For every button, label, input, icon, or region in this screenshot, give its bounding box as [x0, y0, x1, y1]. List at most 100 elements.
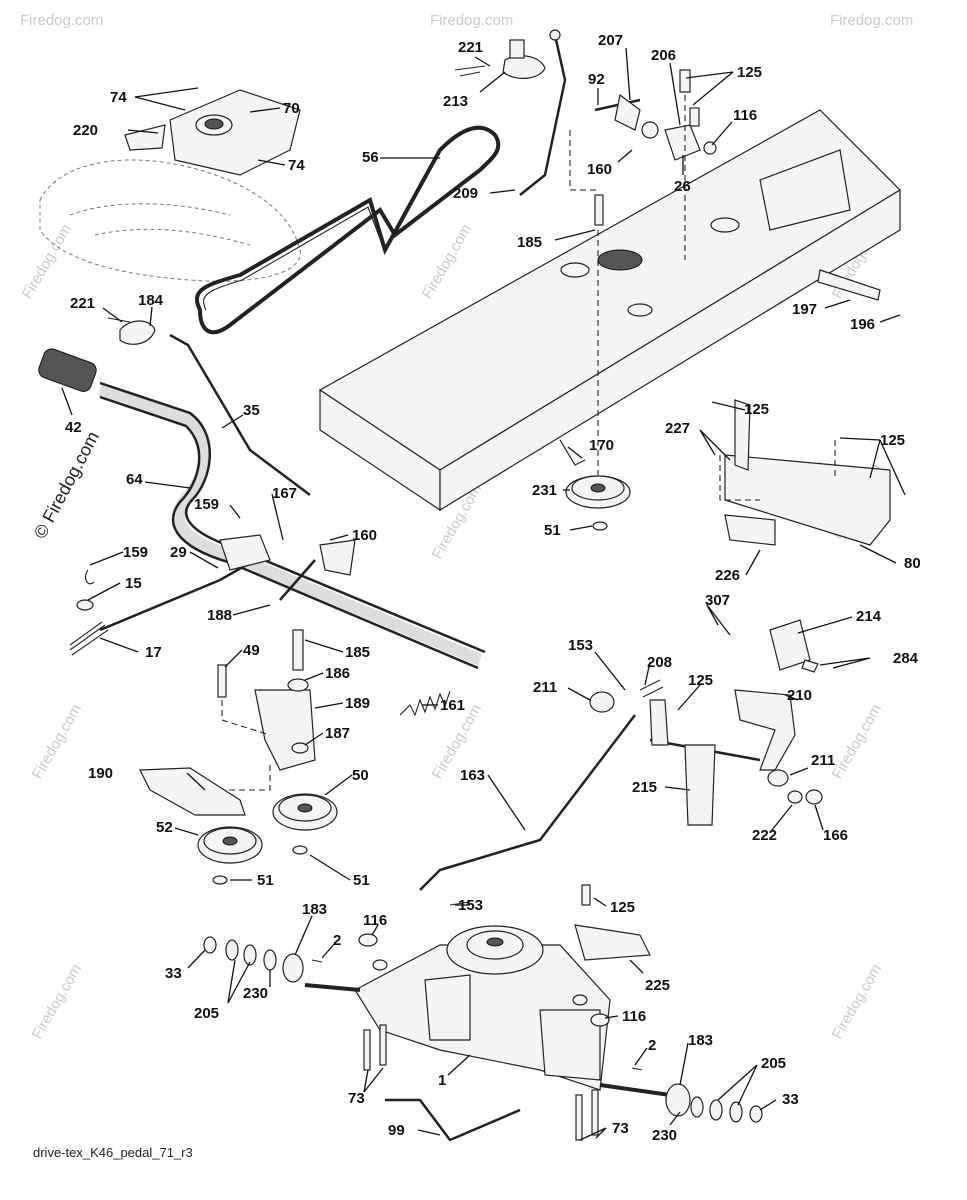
part-label: 211: [811, 752, 835, 769]
part-label: 307: [705, 592, 730, 609]
idler-bracket: [139, 629, 316, 816]
part-label: 56: [362, 149, 379, 166]
part-label: 231: [532, 482, 557, 499]
part-label: 17: [145, 644, 162, 661]
part-label: 166: [823, 827, 848, 844]
watermark-text: Firedog.com: [20, 12, 103, 29]
part-label: 125: [737, 64, 762, 81]
part-label: 167: [272, 485, 297, 502]
part-label: 197: [792, 301, 817, 318]
part-label: 125: [880, 432, 905, 449]
part-label: 33: [782, 1091, 799, 1108]
part-label: 209: [453, 185, 478, 202]
part-label: 230: [652, 1127, 677, 1144]
part-label: 26: [674, 178, 691, 195]
watermark-text: Firedog.com: [829, 961, 885, 1042]
part-label: 183: [302, 901, 327, 918]
part-label: 225: [645, 977, 670, 994]
part-label: 284: [893, 650, 919, 667]
part-label: 125: [688, 672, 713, 689]
part-label: 215: [632, 779, 657, 796]
part-label: 161: [440, 697, 465, 714]
part-label: 51: [353, 872, 370, 889]
part-label: 160: [352, 527, 377, 544]
part-label: 170: [589, 437, 614, 454]
part-label: 211: [533, 679, 557, 696]
part-label: 163: [460, 767, 485, 784]
part-label: 226: [715, 567, 740, 584]
part-label: 74: [288, 157, 305, 174]
drive-belt: [194, 125, 501, 335]
part-label: 29: [170, 544, 187, 561]
part-label: 80: [904, 555, 921, 572]
idler-pulleys: [197, 230, 631, 885]
part-label: 99: [388, 1122, 405, 1139]
part-label: 210: [787, 687, 812, 704]
transaxle: [304, 884, 671, 1097]
part-label: 92: [588, 71, 605, 88]
part-label: 74: [110, 89, 127, 106]
part-label: 50: [352, 767, 369, 784]
tractor-frame: [318, 109, 901, 512]
bypass-rod: [385, 1098, 521, 1142]
part-label: 189: [345, 695, 370, 712]
part-label: 35: [243, 402, 260, 419]
part-label: 185: [517, 234, 542, 251]
part-label: 70: [283, 100, 300, 117]
watermark-text: Firedog.com: [19, 221, 75, 302]
part-label: 221: [458, 39, 483, 56]
part-label: 116: [363, 912, 387, 929]
part-label: 214: [856, 608, 882, 625]
part-label: 208: [647, 654, 672, 671]
body-shroud: [39, 159, 301, 282]
part-label: 1: [438, 1072, 446, 1089]
watermark-text: Firedog.com: [419, 221, 475, 302]
part-label: 116: [733, 107, 757, 124]
part-label: 2: [648, 1037, 656, 1054]
part-label: 2: [333, 932, 341, 949]
leader-lines: [61, 47, 906, 1141]
part-label: 51: [257, 872, 274, 889]
watermark-text: Firedog.com: [29, 701, 85, 782]
brake-rod-assembly: [69, 534, 356, 656]
part-label: 220: [73, 122, 98, 139]
part-label: 207: [598, 32, 623, 49]
part-label: 51: [544, 522, 561, 539]
part-label: 15: [125, 575, 142, 592]
part-label: 222: [752, 827, 777, 844]
part-labels: 74 70 220 74 221 213 56 207 92 206 125 1…: [65, 32, 921, 1144]
rear-bracket: [719, 399, 891, 546]
diagram-caption: drive-tex_K46_pedal_71_r3: [33, 1145, 193, 1160]
axle-washers-right: [311, 959, 763, 1141]
part-label: 196: [850, 316, 875, 333]
part-label: 159: [123, 544, 148, 561]
watermark-main: © Firedog.com: [30, 428, 103, 542]
watermark-text: Firedog.com: [29, 961, 85, 1042]
shift-lever-assembly: [38, 317, 486, 670]
pedal-assembly: [419, 619, 823, 891]
part-label: 190: [88, 765, 113, 782]
fuel-cap-parts: [454, 39, 546, 79]
watermark-text: Firedog.com: [430, 12, 513, 29]
watermark-text: Firedog.com: [830, 12, 913, 29]
part-label: 206: [651, 47, 676, 64]
part-label: 230: [243, 985, 268, 1002]
part-label: 227: [665, 420, 690, 437]
part-label: 160: [587, 161, 612, 178]
part-label: 186: [325, 665, 350, 682]
part-label: 183: [688, 1032, 713, 1049]
part-label: 52: [156, 819, 173, 836]
part-label: 64: [126, 471, 143, 488]
fuel-tank: [124, 89, 301, 176]
part-label: 188: [207, 607, 232, 624]
part-label: 184: [138, 292, 164, 309]
part-label: 33: [165, 965, 182, 982]
part-label: 73: [348, 1090, 365, 1107]
part-label: 153: [458, 897, 483, 914]
part-label: 153: [568, 637, 593, 654]
part-label: 125: [744, 401, 769, 418]
axle-washers-left: [203, 933, 388, 1071]
part-label: 73: [612, 1120, 629, 1137]
part-label: 116: [622, 1008, 646, 1025]
